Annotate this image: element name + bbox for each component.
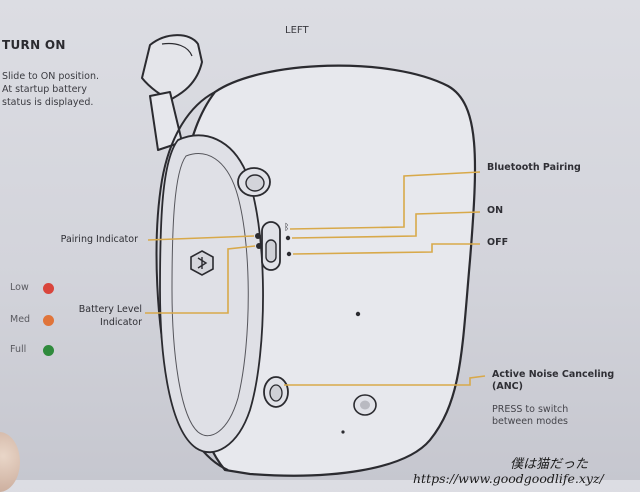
anc-description: PRESS to switch between modes <box>492 404 569 427</box>
leader-pairing <box>147 235 255 241</box>
side-label: LEFT <box>285 25 309 36</box>
cushion-inner <box>171 153 249 437</box>
leader-on <box>291 211 481 239</box>
anc-button <box>263 376 289 408</box>
leader-off <box>292 243 480 255</box>
leader-anc <box>284 375 486 386</box>
battery-full-label: Full <box>10 344 27 355</box>
battery-low-dot <box>43 283 54 294</box>
mic-hole <box>355 311 361 317</box>
top-button <box>237 167 271 197</box>
watermark-url: https://www.goodgoodlife.xyz/ <box>413 470 604 486</box>
pairing-indicator-led <box>255 233 261 239</box>
leader-lines <box>145 171 486 386</box>
power-slider <box>261 221 281 271</box>
battery-med-label: Med <box>10 314 31 325</box>
charging-port <box>353 394 377 416</box>
battery-med-dot <box>43 315 54 326</box>
pairing-indicator-label: Pairing Indicator <box>60 234 138 245</box>
battery-full-dot <box>43 345 54 356</box>
battery-indicator-led <box>256 243 262 249</box>
turn-on-instructions: Slide to ON position. At startup battery… <box>2 71 100 108</box>
mic-hole-2 <box>341 430 345 434</box>
leader-bluetooth <box>289 171 481 230</box>
watermark-title: 僕は猫だった <box>509 457 588 472</box>
brand-logo-icon <box>190 250 214 276</box>
on-marker <box>285 235 291 241</box>
off-marker <box>286 251 292 257</box>
battery-level-indicator-label: Battery Level Indicator <box>78 304 142 328</box>
on-label: ON <box>487 205 504 216</box>
turn-on-heading: TURN ON <box>2 38 66 52</box>
bluetooth-icon: ᛒ <box>284 222 289 233</box>
finger-thumb <box>0 432 20 492</box>
off-label: OFF <box>487 237 509 248</box>
leader-battery <box>145 245 256 314</box>
battery-low-label: Low <box>10 282 29 293</box>
bluetooth-pairing-label: Bluetooth Pairing <box>487 162 581 173</box>
anc-label: Active Noise Canceling (ANC) <box>492 369 615 392</box>
headphone-illustration: ᛒ <box>141 34 486 477</box>
